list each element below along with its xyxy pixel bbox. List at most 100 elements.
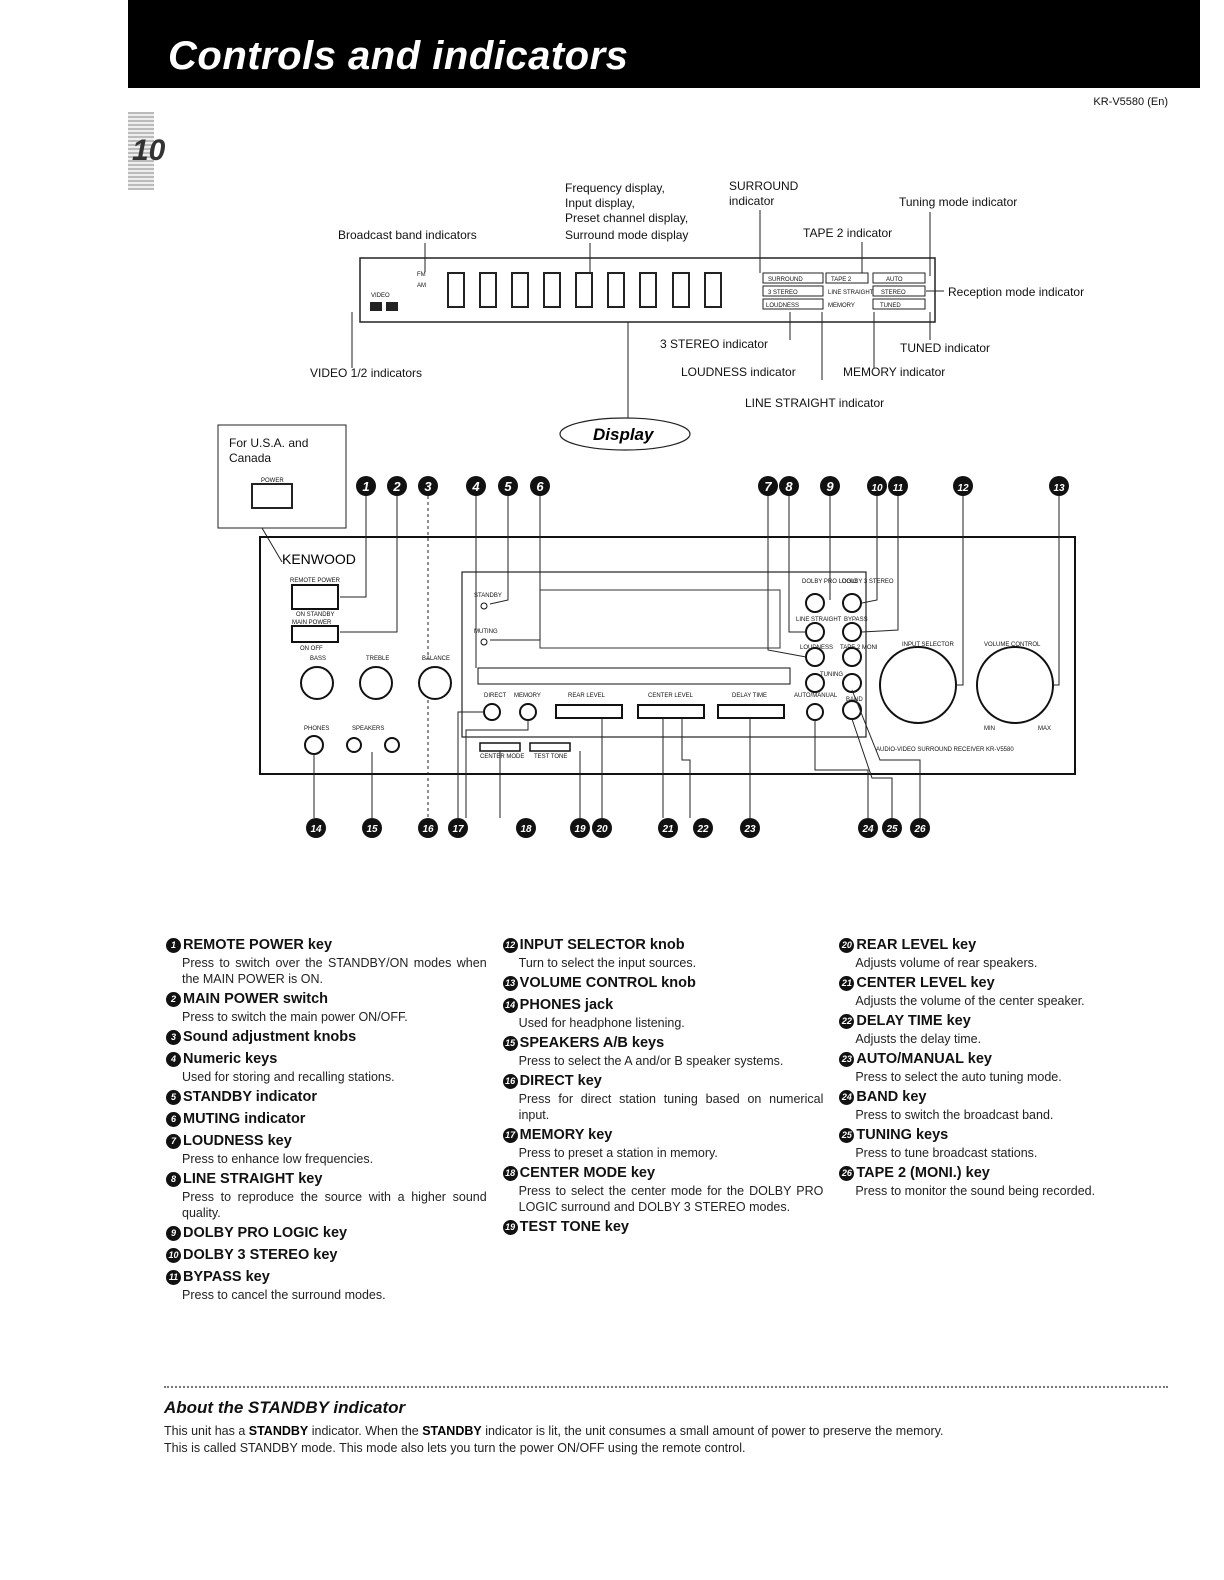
svg-text:INPUT SELECTOR: INPUT SELECTOR — [902, 642, 954, 648]
svg-text:21: 21 — [661, 824, 674, 835]
divider — [164, 1386, 1168, 1388]
receiver-front: KENWOOD REMOTE POWER ON STANDBY MAIN POW… — [259, 536, 1076, 775]
svg-text:STEREO: STEREO — [881, 290, 906, 296]
desc-item-text: Used for storing and recalling stations. — [182, 1070, 395, 1084]
desc-item-title-text: TAPE 2 (MONI.) key — [856, 1165, 990, 1181]
callout-number-icon: 13 — [502, 976, 518, 991]
desc-item-text: Press to select the A and/or B speaker s… — [518, 1054, 784, 1068]
label-loudness: LOUDNESS indicator — [681, 365, 796, 379]
desc-item-text: Press to monitor the sound being recorde… — [855, 1184, 1096, 1198]
desc-item-text: Press to tune broadcast stations. — [855, 1146, 1038, 1160]
desc-item-title-text: MAIN POWER switch — [183, 991, 329, 1007]
center-level-key — [637, 704, 705, 719]
svg-text:AUTO/MANUAL: AUTO/MANUAL — [794, 693, 838, 699]
svg-text:19: 19 — [574, 824, 586, 835]
svg-text:20: 20 — [595, 824, 608, 835]
svg-text:DOLBY 3 STEREO: DOLBY 3 STEREO — [842, 579, 894, 585]
volume-control-knob — [976, 646, 1054, 724]
svg-text:26: 26 — [913, 824, 926, 835]
svg-text:LINE STRAIGHT: LINE STRAIGHT — [828, 290, 874, 296]
svg-text:Canada: Canada — [229, 451, 271, 465]
callout-number-icon: 15 — [502, 1036, 518, 1051]
svg-text:MEMORY: MEMORY — [514, 693, 541, 699]
label-freq-4: Surround mode display — [565, 228, 688, 242]
svg-text:ON OFF: ON OFF — [300, 646, 323, 652]
test-tone-key — [529, 742, 571, 752]
svg-text:SPEAKERS: SPEAKERS — [352, 726, 384, 732]
svg-text:3 STEREO: 3 STEREO — [768, 290, 798, 296]
svg-text:STANDBY: STANDBY — [474, 593, 502, 599]
desc-item-text: Press to switch the broadcast band. — [855, 1108, 1054, 1122]
callout-number-icon: 26 — [839, 1166, 855, 1181]
callout-number-icon: 12 — [502, 938, 518, 953]
svg-text:MUTING: MUTING — [474, 629, 498, 635]
desc-item-title-text: CENTER LEVEL key — [856, 975, 995, 991]
svg-text:4: 4 — [471, 479, 480, 494]
desc-item-text: Press to enhance low frequencies. — [182, 1152, 374, 1166]
svg-text:24: 24 — [861, 824, 874, 835]
desc-item-text: Press to select the auto tuning mode. — [855, 1070, 1062, 1084]
svg-text:11: 11 — [893, 483, 904, 494]
svg-text:TUNED: TUNED — [880, 303, 901, 309]
svg-text:BALANCE: BALANCE — [422, 656, 450, 662]
display-caption-oval — [559, 417, 691, 451]
desc-item-title-text: LINE STRAIGHT key — [183, 1171, 323, 1187]
callout-number-icon: 14 — [502, 998, 518, 1013]
label-video12: VIDEO 1/2 indicators — [310, 366, 422, 380]
balance-knob — [418, 666, 452, 700]
input-selector-knob — [879, 646, 957, 724]
rear-level-key — [555, 704, 623, 719]
desc-item-text: Adjusts the volume of the center speaker… — [855, 994, 1085, 1008]
label-tape2: TAPE 2 indicator — [803, 226, 892, 240]
callout-number-icon: 3 — [166, 1030, 181, 1045]
usa-inset: For U.S.A. and Canada POWER — [217, 424, 347, 563]
svg-text:9: 9 — [826, 479, 834, 494]
callout-number-icon: 10 — [166, 1248, 181, 1263]
label-reception-mode: Reception mode indicator — [948, 285, 1084, 299]
svg-text:TAPE 2 MONI: TAPE 2 MONI — [840, 645, 878, 651]
callout-number-icon: 2 — [166, 992, 181, 1007]
about-title: About the STANDBY indicator — [164, 1398, 406, 1417]
svg-text:6: 6 — [536, 479, 544, 494]
desc-item-text: Press for direct station tuning based on… — [518, 1092, 824, 1122]
label-surround-2: indicator — [729, 194, 774, 208]
bass-knob — [300, 666, 334, 700]
svg-text:22: 22 — [696, 824, 709, 835]
remote-power-key — [291, 584, 339, 610]
svg-text:MEMORY: MEMORY — [828, 303, 855, 309]
desc-item-title-text: STANDBY indicator — [183, 1089, 318, 1105]
svg-text:15: 15 — [366, 824, 378, 835]
svg-text:MAIN POWER: MAIN POWER — [292, 620, 332, 626]
svg-text:23: 23 — [743, 824, 756, 835]
callout-number-icon: 7 — [166, 1134, 181, 1149]
label-freq-1: Frequency display, — [565, 181, 665, 195]
desc-item-title-text: DOLBY PRO LOGIC key — [183, 1225, 348, 1241]
desc-item-title-text: TUNING keys — [856, 1127, 949, 1143]
svg-text:PHONES: PHONES — [304, 726, 329, 732]
svg-text:TREBLE: TREBLE — [366, 656, 389, 662]
svg-text:ON STANDBY: ON STANDBY — [296, 612, 335, 618]
label-line-straight: LINE STRAIGHT indicator — [745, 396, 884, 410]
